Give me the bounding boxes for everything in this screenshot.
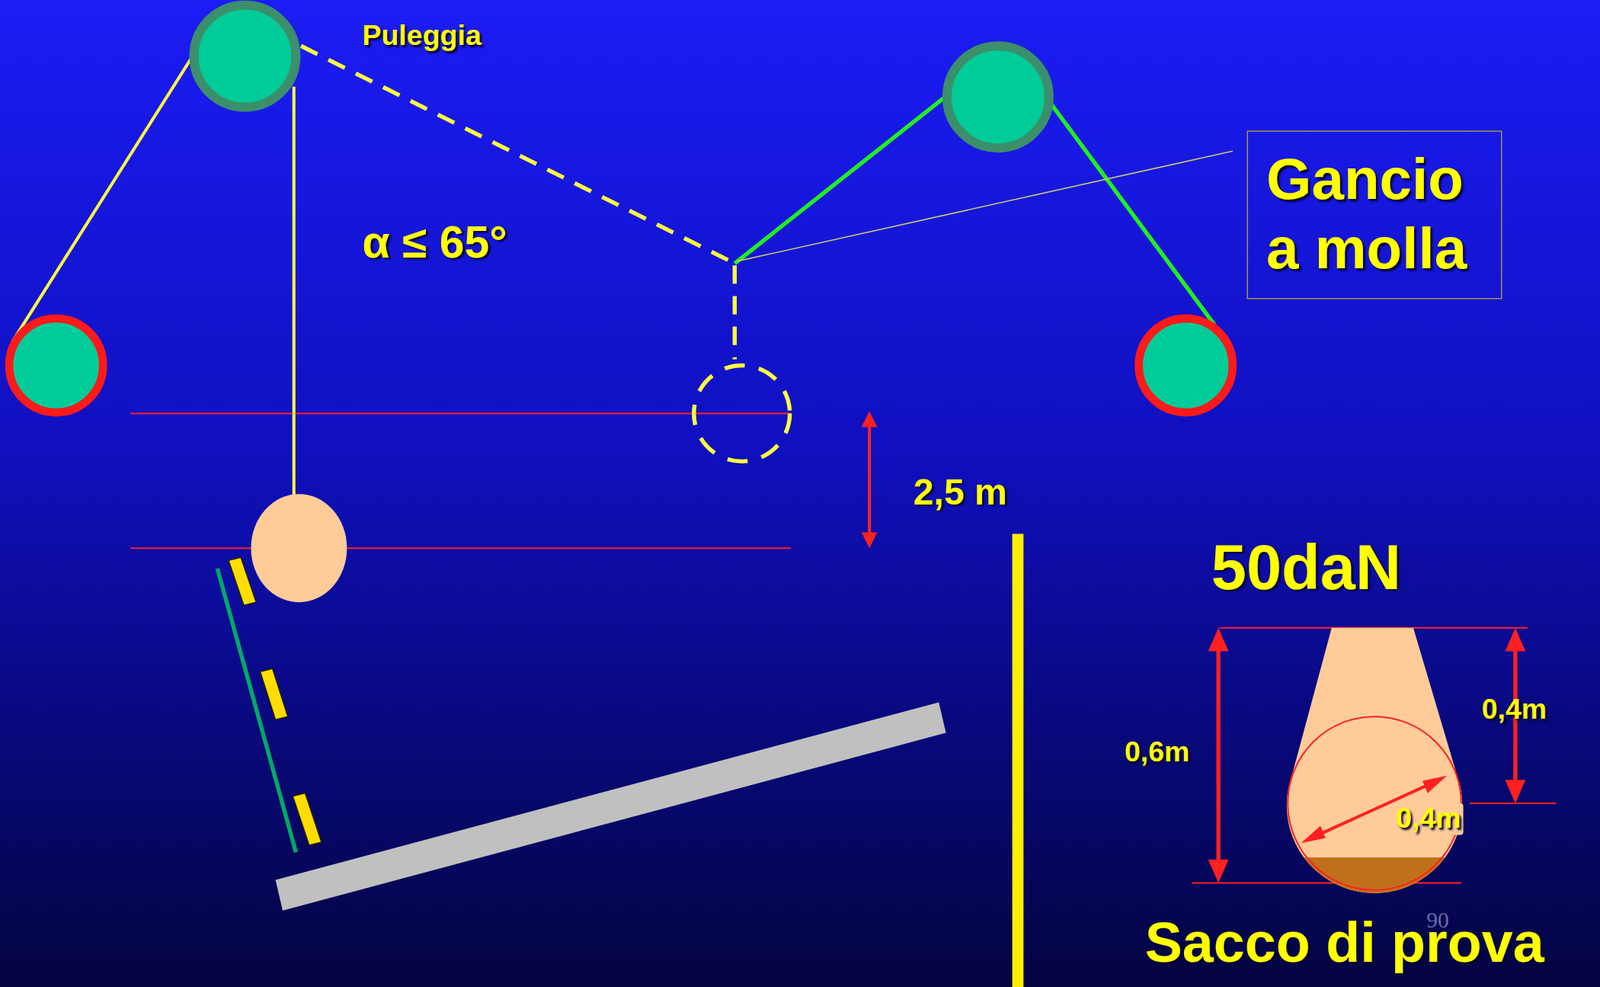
leader-line — [736, 150, 1233, 262]
callout-box: Gancio a molla — [1247, 130, 1503, 299]
pads — [228, 556, 322, 845]
callout-text: Gancio a molla — [1266, 144, 1483, 284]
floor-bar — [275, 701, 947, 910]
pulley — [193, 5, 296, 108]
load-label: 50daN — [1211, 532, 1402, 602]
dimension-label: 0,4m — [1481, 694, 1547, 726]
reference-line — [130, 547, 791, 549]
bag-position-dashed — [694, 364, 791, 461]
dimension-arrow — [862, 412, 877, 548]
rope — [292, 86, 296, 506]
rope-dashed — [732, 265, 737, 359]
anchor — [1139, 318, 1233, 413]
test-bag — [250, 493, 347, 602]
caption-text: Sacco di prova — [1145, 911, 1545, 973]
sack-detail — [1191, 627, 1556, 899]
dimension-label: 0,6m — [1124, 736, 1190, 768]
anchor — [9, 318, 103, 413]
angle-label: α ≤ 65° — [361, 217, 507, 267]
pulley — [947, 45, 1050, 148]
part-name: Puleggia — [361, 20, 481, 52]
reference-line — [130, 412, 791, 414]
dimension-label: 0,4m — [1393, 803, 1463, 835]
dimension-label: 2,5 m — [913, 471, 1008, 512]
rope-green — [1046, 96, 1215, 325]
tilted-panel — [217, 568, 296, 852]
post — [1012, 533, 1024, 987]
rope — [12, 45, 199, 342]
